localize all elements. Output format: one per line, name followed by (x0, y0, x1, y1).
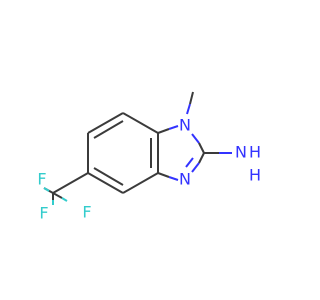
atom-label-n3: N (179, 170, 191, 189)
bond-n3-c3a-c (157, 172, 170, 178)
bond-c7a-c7 (122, 112, 159, 134)
atom-label-f3: F (82, 203, 91, 222)
benzene-ring (87, 112, 159, 194)
bond-c7a-n1-n (168, 125, 179, 130)
bond-n1-methyl-n (186, 103, 191, 115)
bond-cf3-f1-f (43, 187, 50, 192)
bond-n1-c2-n (191, 133, 200, 144)
bond-n1-methyl-c (189, 91, 194, 105)
bond-c7-c6 (87, 112, 124, 134)
atom-label-f1: F (37, 170, 46, 189)
trifluoromethyl-group (43, 172, 89, 205)
imidazole-ring (157, 125, 205, 181)
bond-c2-n3-inner (185, 157, 194, 168)
bond-c2-n3-c (198, 152, 205, 164)
n-methyl (186, 91, 194, 115)
bond-c4-c3a (122, 172, 159, 194)
atom-label-amine-n: N (235, 143, 247, 162)
bond-c7a-n1-c (157, 128, 170, 134)
bond-c2-n3-n (191, 162, 200, 173)
bond-c7-c6-inner (93, 120, 124, 139)
bond-cf3-f3-f (61, 197, 68, 202)
bond-c5-c4-inner (93, 167, 124, 186)
atom-label-f2: F (39, 204, 48, 223)
bond-n1-c2-c (198, 142, 205, 154)
bond-c5-c4 (87, 172, 124, 194)
structure-diagram: N N N H H F F F (37, 91, 262, 223)
atom-label-amine-h: H (249, 143, 261, 162)
atom-label-n1: N (179, 116, 191, 135)
bond-cf3-f3-c (52, 192, 63, 199)
bond-n3-c3a-n (168, 176, 179, 181)
bond-c6-cf3 (52, 172, 89, 194)
atom-label-h-sub: H (249, 166, 261, 185)
